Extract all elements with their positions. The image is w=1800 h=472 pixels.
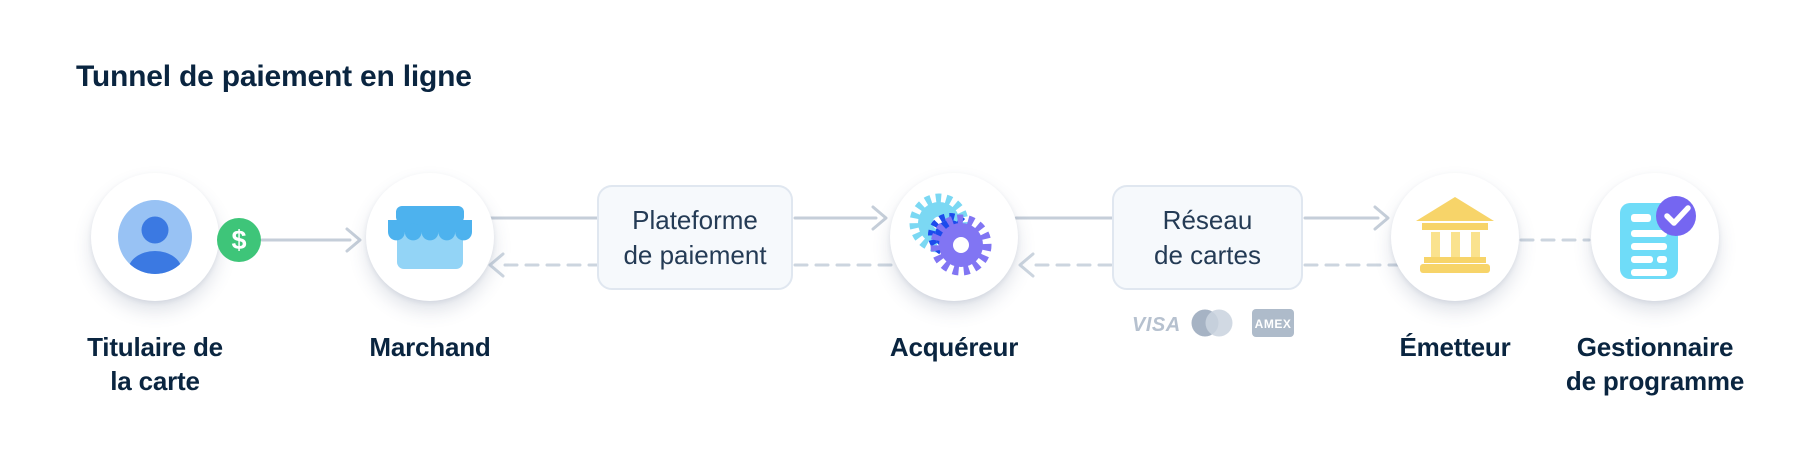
dollar-sign: $: [231, 224, 247, 255]
dashed-arrow-platform-to-merchant: [488, 252, 601, 278]
payment-platform-box: Plateforme de paiement: [597, 185, 793, 290]
money-badge: $: [217, 218, 261, 262]
amex-logo-text: AMEX: [1255, 317, 1292, 331]
node-label-acquirer: Acquéreur: [889, 332, 1019, 362]
card-network-box: Réseau de cartes: [1112, 185, 1303, 290]
arrow-cardholder-to-merchant: [260, 227, 362, 253]
node-label-issuer: Émetteur: [1399, 332, 1511, 362]
node-label-program-manager: Gestionnaire de programme: [1565, 332, 1745, 396]
document-check-icon: [1620, 196, 1696, 279]
arrow-platform-to-acquirer: [793, 205, 888, 231]
gears-icon: [909, 193, 992, 276]
card-network-logos: VISA AMEX: [1132, 309, 1294, 337]
node-merchant: Marchand: [366, 173, 494, 362]
node-acquirer: Acquéreur: [890, 173, 1018, 362]
node-issuer: Émetteur: [1391, 173, 1519, 362]
node-label-cardholder: Titulaire de la carte: [87, 332, 223, 396]
visa-logo: VISA: [1132, 314, 1181, 336]
card-network-label: Réseau de cartes: [1154, 204, 1261, 270]
payment-platform-label: Plateforme de paiement: [623, 204, 767, 270]
person-icon: [118, 200, 192, 274]
storefront-icon: [388, 206, 472, 269]
node-program-manager: Gestionnaire de programme: [1566, 173, 1744, 396]
bank-icon: [1416, 197, 1494, 273]
amex-icon: AMEX: [1252, 309, 1294, 337]
dashed-arrow-network-to-acquirer: [1018, 252, 1116, 278]
page-title: Tunnel de paiement en ligne: [76, 60, 472, 93]
mastercard-icon: [1191, 309, 1233, 337]
node-cardholder: Titulaire de la carte: [87, 173, 223, 396]
arrow-network-to-issuer: [1303, 205, 1390, 231]
node-label-merchant: Marchand: [369, 332, 491, 362]
